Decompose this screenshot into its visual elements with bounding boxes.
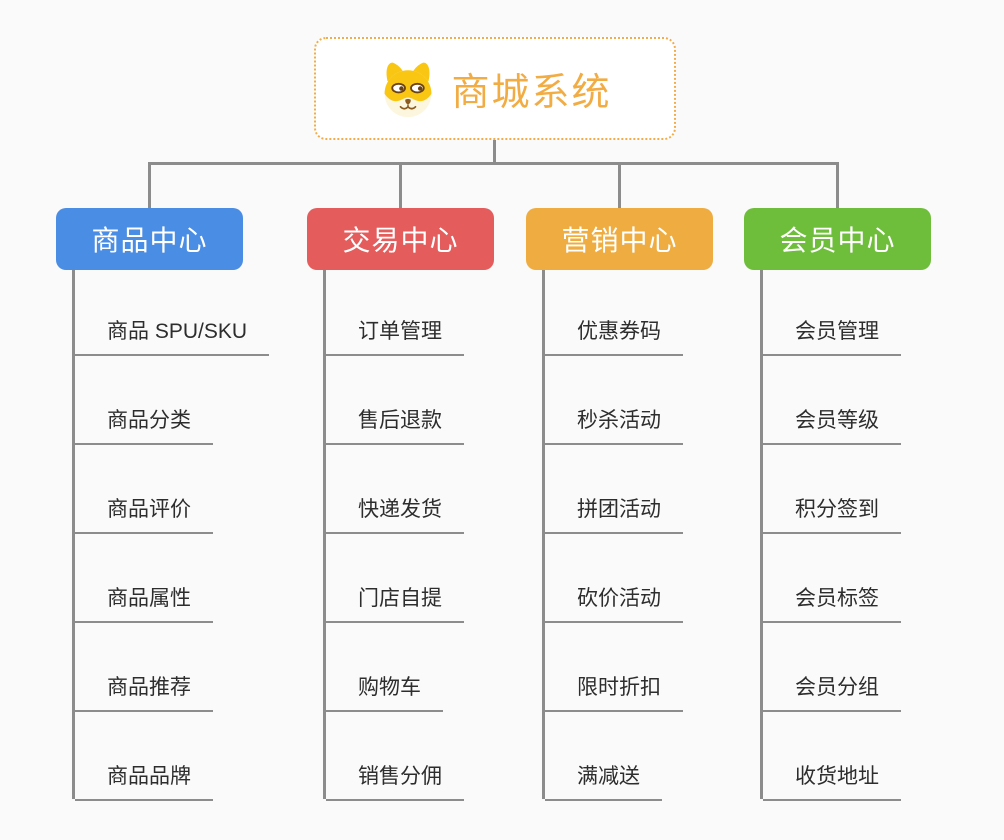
leaf-node[interactable]: 商品评价 [75, 497, 213, 534]
leaf-node[interactable]: 会员标签 [763, 586, 901, 623]
leaf-node[interactable]: 购物车 [326, 675, 443, 712]
branch-node-trade[interactable]: 交易中心 [307, 208, 494, 270]
leaf-node[interactable]: 商品推荐 [75, 675, 213, 712]
leaf-node[interactable]: 商品分类 [75, 408, 213, 445]
connector-bus [148, 162, 839, 165]
leaf-node[interactable]: 快递发货 [326, 497, 464, 534]
leaf-node[interactable]: 会员管理 [763, 319, 901, 356]
leaf-node[interactable]: 商品 SPU/SKU [75, 319, 270, 356]
leaf-node[interactable]: 限时折扣 [545, 675, 683, 712]
leaf-node[interactable]: 会员分组 [763, 675, 901, 712]
leaf-node[interactable]: 积分签到 [763, 497, 901, 534]
connector-drop-marketing [618, 164, 621, 210]
leaf-node[interactable]: 门店自提 [326, 586, 464, 623]
connector-drop-trade [399, 164, 402, 210]
branch-node-products[interactable]: 商品中心 [56, 208, 243, 270]
leaf-node[interactable]: 砍价活动 [545, 586, 683, 623]
leaf-node[interactable]: 订单管理 [326, 319, 464, 356]
leaf-node[interactable]: 商品属性 [75, 586, 213, 623]
leaf-node[interactable]: 售后退款 [326, 408, 464, 445]
leaf-node[interactable]: 收货地址 [763, 764, 901, 801]
branch-children-trade: 订单管理 售后退款 快递发货 门店自提 购物车 销售分佣 [323, 270, 543, 801]
leaf-node[interactable]: 会员等级 [763, 408, 901, 445]
branch-children-members: 会员管理 会员等级 积分签到 会员标签 会员分组 收货地址 [760, 270, 980, 801]
branch-children-marketing: 优惠券码 秒杀活动 拼团活动 砍价活动 限时折扣 满减送 [542, 270, 762, 801]
connector-root-drop [493, 140, 496, 164]
leaf-node[interactable]: 商品品牌 [75, 764, 213, 801]
connector-drop-members [836, 164, 839, 210]
leaf-node[interactable]: 满减送 [545, 764, 662, 801]
leaf-node[interactable]: 销售分佣 [326, 764, 464, 801]
leaf-node[interactable]: 秒杀活动 [545, 408, 683, 445]
connector-drop-products [148, 164, 151, 210]
root-title: 商城系统 [451, 72, 612, 114]
leaf-node[interactable]: 优惠券码 [545, 319, 683, 356]
shiba-dog-icon [385, 62, 432, 117]
leaf-node[interactable]: 拼团活动 [545, 497, 683, 534]
root-node[interactable]: 商城系统 [314, 37, 676, 140]
branch-node-members[interactable]: 会员中心 [744, 208, 931, 270]
branch-children-products: 商品 SPU/SKU 商品分类 商品评价 商品属性 商品推荐 商品品牌 [72, 270, 292, 801]
branch-node-marketing[interactable]: 营销中心 [526, 208, 713, 270]
